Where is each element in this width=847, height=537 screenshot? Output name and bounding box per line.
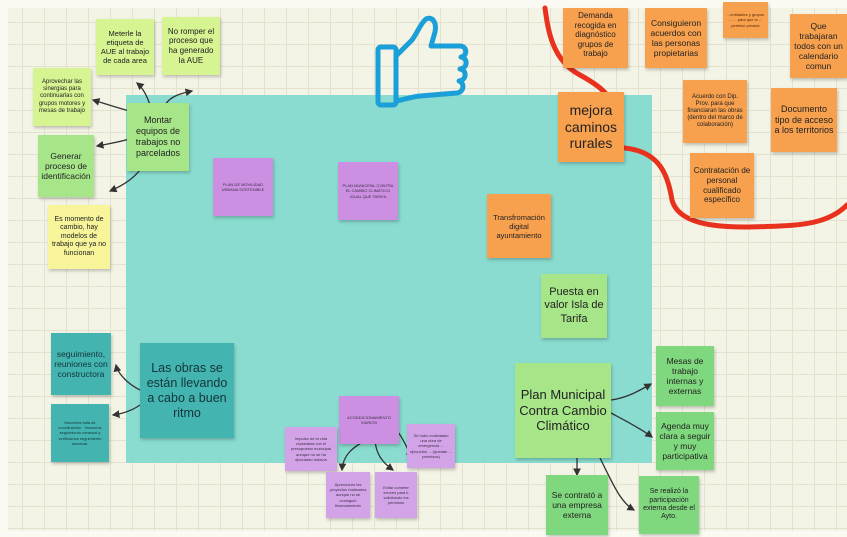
note-plan-movilidad[interactable]: PLAN DE MOVILIDAD URBANA SOSTENIBLE: [213, 158, 273, 216]
note-consiguieron-acuerdos[interactable]: Consiguieron acuerdos con las personas p…: [645, 8, 707, 68]
note-impulso-vida-ciudadana[interactable]: Impulso de la vida ciudadana con el pres…: [285, 427, 337, 471]
note-evitar-errores[interactable]: Evitar cometer errores para ir solicitan…: [375, 472, 417, 518]
note-no-romper[interactable]: No romper el proceso que ha generado la …: [162, 17, 220, 75]
note-calendario-comun[interactable]: Que trabajaran todos con un calendario c…: [790, 14, 847, 78]
canvas-top-edge: [0, 0, 847, 8]
note-mejora-caminos[interactable]: mejora caminos rurales: [558, 92, 624, 162]
note-acondicionamiento-viarios[interactable]: ACONDICIONAMIENTO VIARIOS: [339, 396, 399, 444]
note-plan-cambio-climatico-tarifa[interactable]: PLAN MUNICIPAL CONTRA EL CAMBIO CLIMÁTIC…: [338, 162, 398, 220]
note-agenda-clara[interactable]: Agenda muy clara a seguir y muy particip…: [656, 412, 714, 470]
note-montar-equipos[interactable]: Montar equipos de trabajos no parcelados: [127, 103, 189, 171]
note-transformacion-digital[interactable]: Transfromación digital ayuntamiento: [487, 194, 551, 258]
note-top-small[interactable]: ...entidades y grupos ... ... para que l…: [723, 2, 768, 38]
note-aprovechar-proyectos[interactable]: Aprovechar los proyectos realizados aunq…: [326, 472, 370, 518]
note-participacion-externa[interactable]: Se realizó la participación externa desd…: [639, 476, 699, 534]
note-se-contrato-empresa[interactable]: Se contrató a una empresa externa: [546, 475, 608, 535]
note-aue-label[interactable]: Meterle la etiqueta de AUE al trabajo de…: [96, 19, 154, 75]
canvas-left-edge: [0, 0, 8, 537]
note-demanda-recogida[interactable]: Demanda recogida en diagnóstico grupos d…: [563, 8, 628, 68]
canvas-bottom-edge: [0, 531, 847, 537]
note-coordinacion[interactable]: Hacemos falta de coordinación · Hacemos …: [51, 404, 109, 462]
note-contratacion-personal[interactable]: Contratación de personal cualificado esp…: [690, 153, 754, 218]
note-generar-proceso[interactable]: Generar proceso de identificación: [38, 135, 94, 197]
note-seguimiento-reuniones[interactable]: seguimiento, reuniones con constructora: [51, 333, 111, 395]
note-sinergias[interactable]: Aprovechar las sinergias para continuarl…: [33, 68, 91, 126]
note-las-obras[interactable]: Las obras se están llevando a cabo a bue…: [140, 343, 234, 438]
note-puesta-en-valor[interactable]: Puesta en valor Isla de Tarifa: [541, 274, 607, 338]
note-mesas-de-trabajo[interactable]: Mesas de trabajo internas y externas: [656, 346, 714, 406]
note-acuerdo-dip-prov[interactable]: Acuerdo con Dip. Prov. para que financia…: [683, 80, 747, 143]
note-documento-tipo[interactable]: Documento tipo de acceso a los territori…: [771, 88, 837, 152]
note-obra-emergencia[interactable]: Se hubo contratado una obra de emergenci…: [407, 424, 455, 468]
note-plan-municipal-cambio-climatico[interactable]: Plan Municipal Contra Cambio Climático: [515, 363, 611, 458]
note-momento-cambio[interactable]: Es momento de cambio, hay modelos de tra…: [48, 205, 110, 269]
